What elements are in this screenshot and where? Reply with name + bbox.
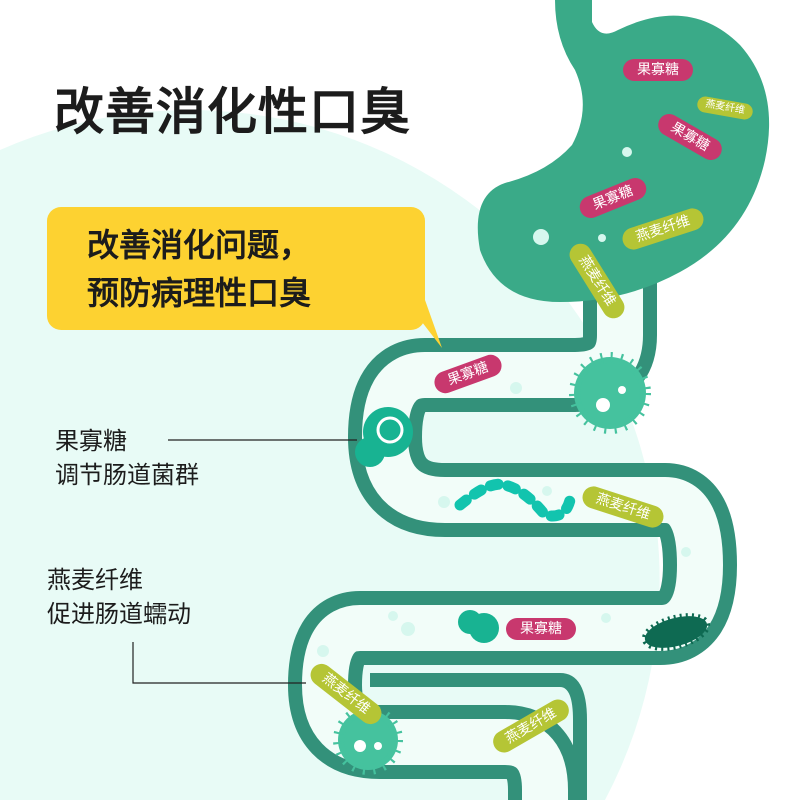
headline: 改善消化性口臭 <box>54 83 411 141</box>
pill-fos: 果寡糖 <box>506 618 576 640</box>
chain-bacteria-icon <box>454 478 576 522</box>
round-bacteria-icon <box>355 407 413 467</box>
leader-line-oat <box>132 642 306 684</box>
virus-icon <box>569 352 651 434</box>
callout-box: 改善消化问题， 预防病理性口臭 <box>47 207 425 330</box>
label-fos-name: 果寡糖 <box>55 427 127 455</box>
label-oat-name: 燕麦纤维 <box>47 566 143 594</box>
label-fos-desc: 调节肠道菌群 <box>55 461 199 489</box>
cluster-bacteria-icon <box>458 610 499 643</box>
pill-fos: 果寡糖 <box>623 59 693 81</box>
label-fos: 果寡糖 调节肠道菌群 <box>55 424 199 492</box>
callout-line-1: 改善消化问题， <box>87 226 312 264</box>
label-oat-desc: 促进肠道蠕动 <box>47 600 191 628</box>
rod-bacteria-icon <box>641 613 711 651</box>
callout-line-2: 预防病理性口臭 <box>87 274 312 312</box>
label-oat: 燕麦纤维 促进肠道蠕动 <box>47 563 191 631</box>
